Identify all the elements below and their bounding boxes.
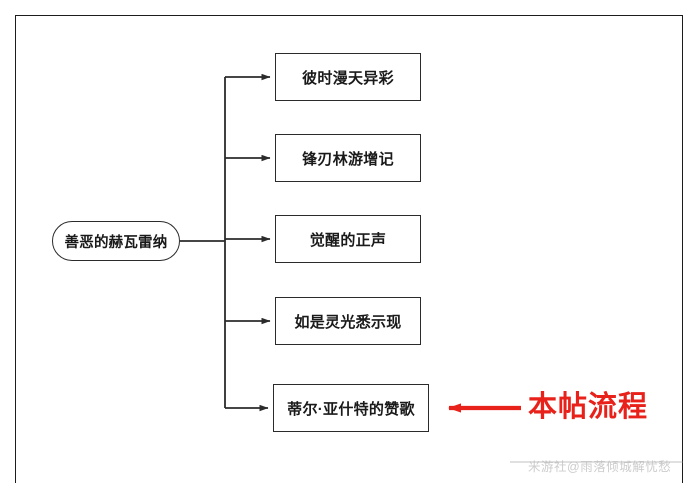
branch-box-4[interactable]: 蒂尔·亚什特的赞歌 <box>273 384 429 432</box>
branch-box-label-0: 彼时漫天异彩 <box>302 69 394 87</box>
root-node-label: 善恶的赫瓦雷纳 <box>64 234 168 251</box>
branch-box-label-4: 蒂尔·亚什特的赞歌 <box>287 400 415 418</box>
annotation-label-current-guide: 本帖流程 <box>528 391 649 423</box>
branch-box-1[interactable]: 锋刃林游增记 <box>275 134 421 182</box>
root-node-shanes-de-hewaleina[interactable]: 善恶的赫瓦雷纳 <box>52 221 180 261</box>
branch-box-label-2: 觉醒的正声 <box>309 231 387 249</box>
watermark-text: 米游社@雨落倾城解忧愁 <box>528 460 672 474</box>
branch-box-3[interactable]: 如是灵光悉示现 <box>275 297 421 345</box>
branch-box-2[interactable]: 觉醒的正声 <box>275 215 421 263</box>
branch-box-label-1: 锋刃林游增记 <box>302 150 394 168</box>
branch-box-label-3: 如是灵光悉示现 <box>294 313 402 331</box>
branch-box-0[interactable]: 彼时漫天异彩 <box>275 53 421 101</box>
